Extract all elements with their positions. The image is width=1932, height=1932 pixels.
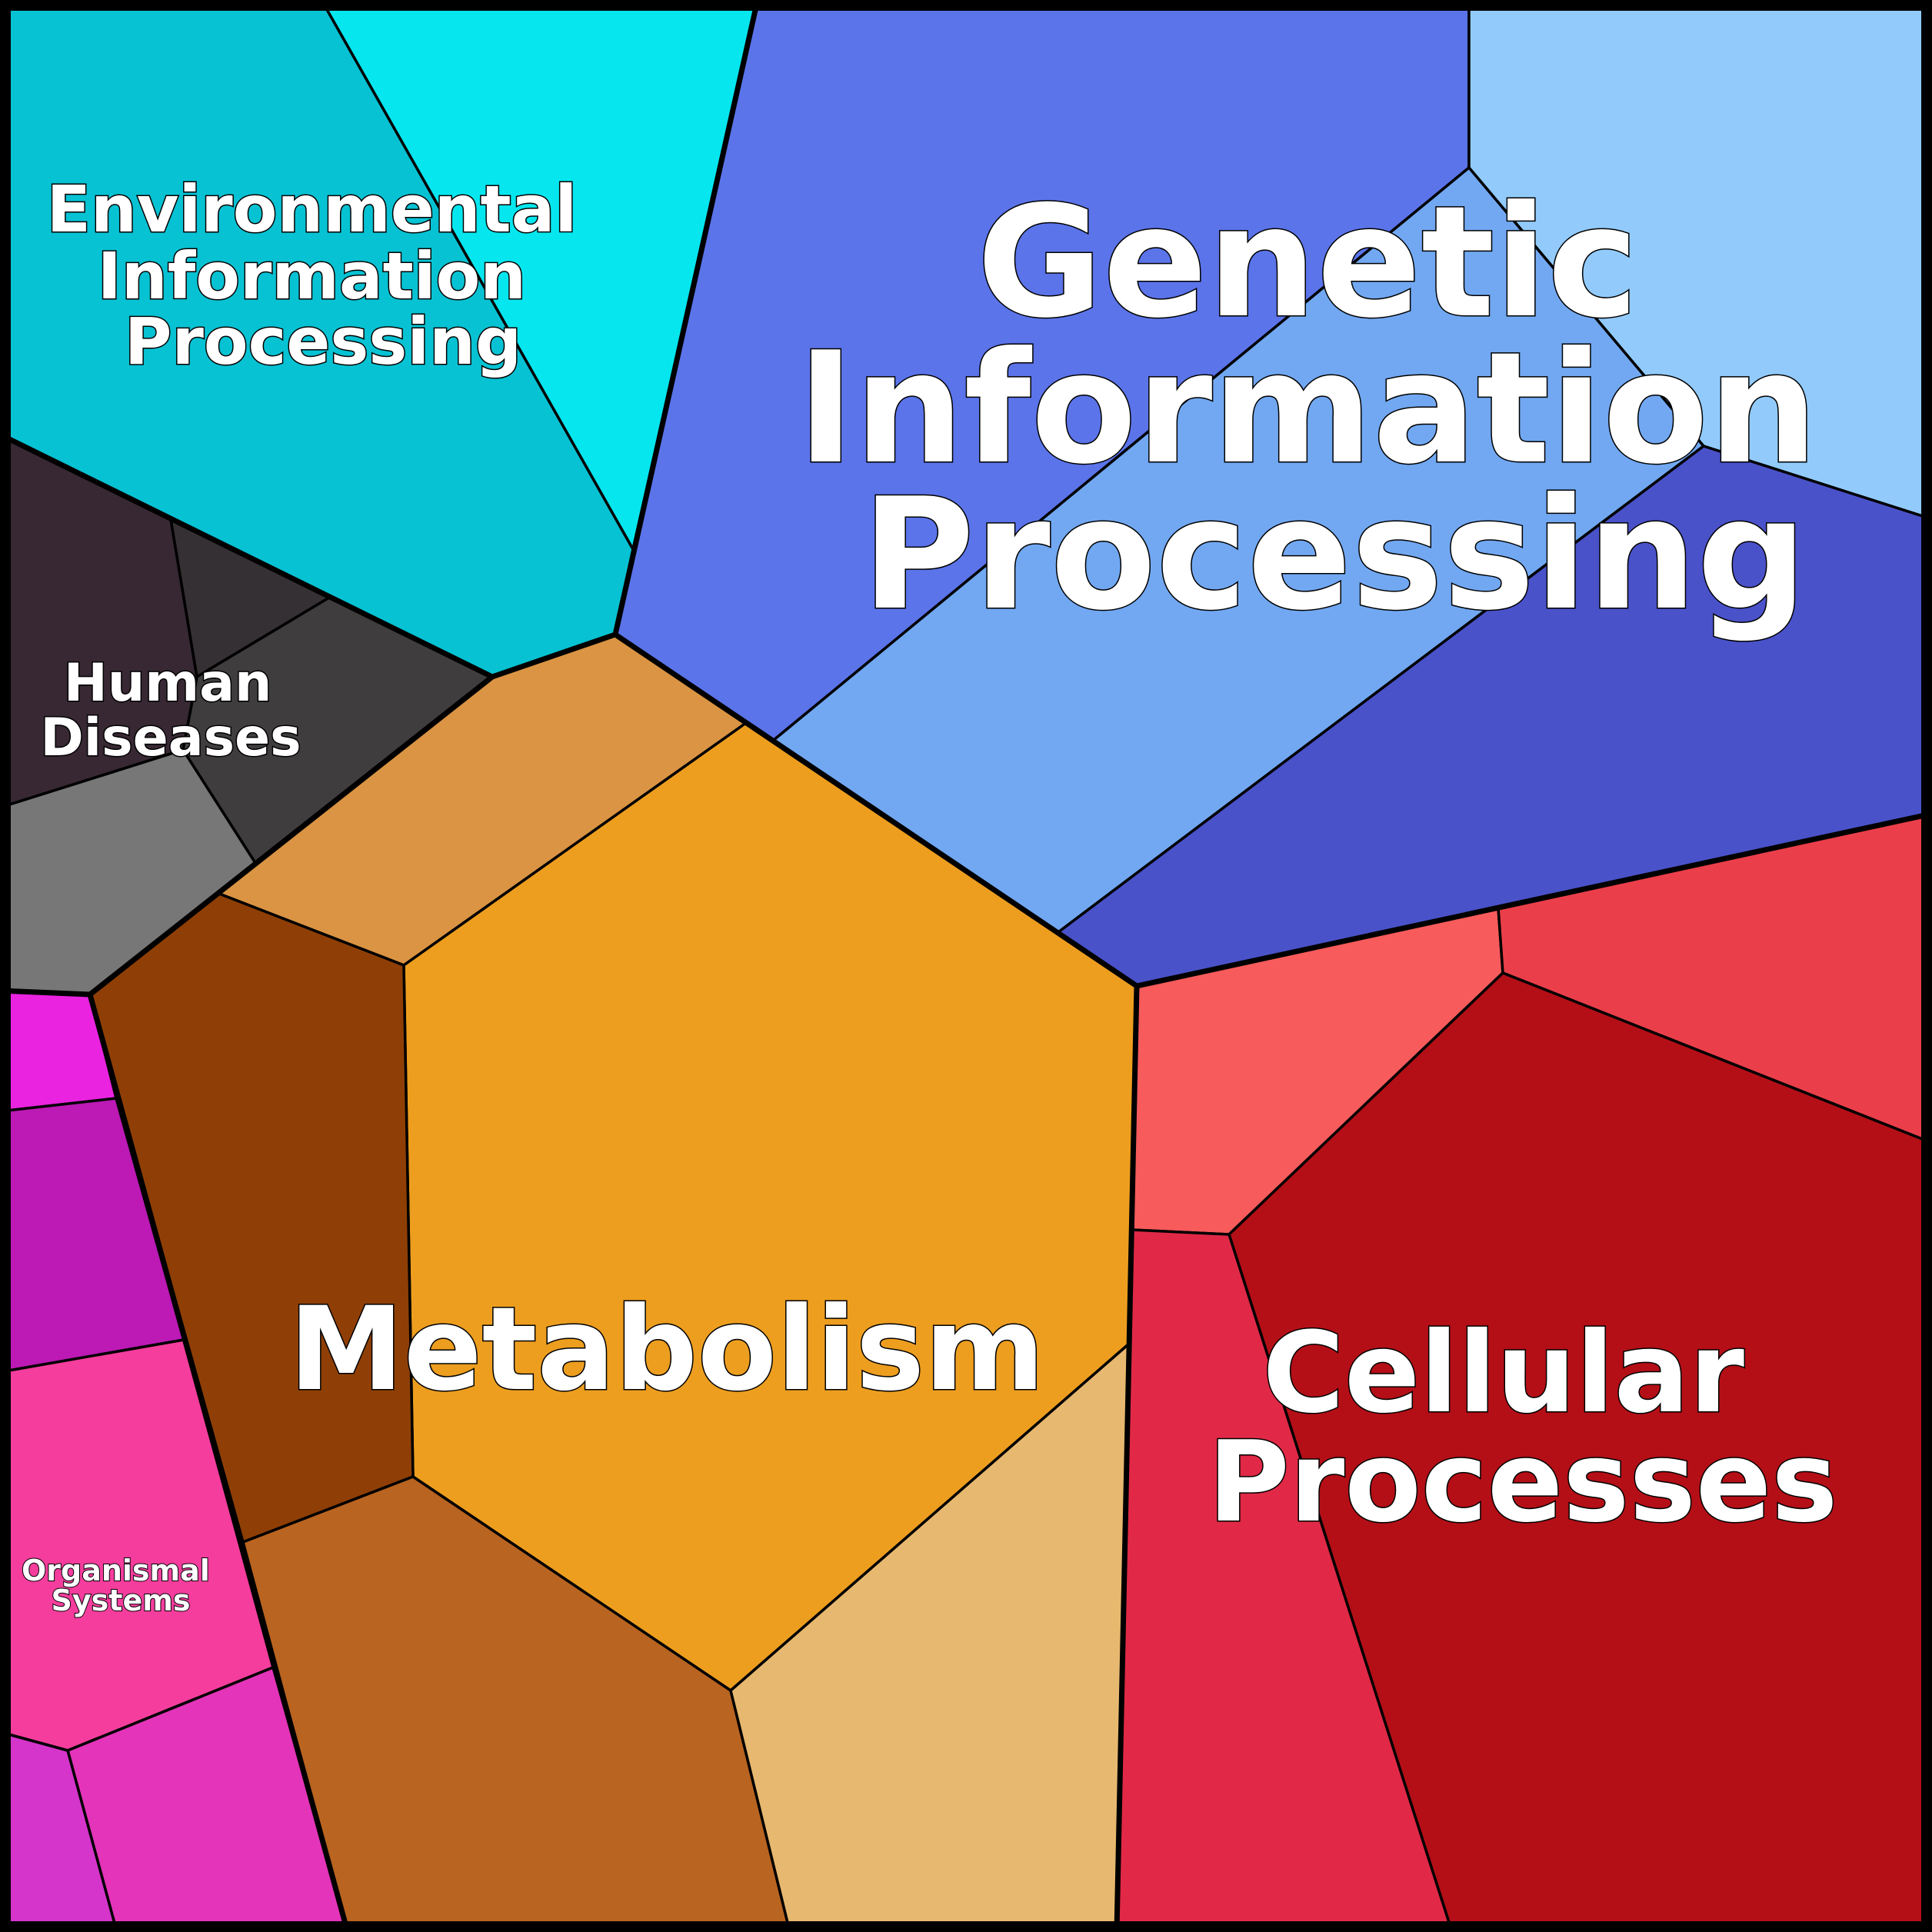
label-line: Information xyxy=(798,319,1818,498)
label-human-diseases: Human Diseases xyxy=(40,653,301,768)
label-environmental-information-processing: Environmental Information Processing xyxy=(47,172,600,379)
cell-metabolism-5 xyxy=(729,1343,1130,1932)
boundary-genetic-metabolism xyxy=(612,631,1140,989)
boundary-human-metabolism xyxy=(87,674,495,998)
label-line: Systems xyxy=(52,1584,191,1617)
cell-cellular-3 xyxy=(1227,971,1932,1932)
label-line: Diseases xyxy=(40,708,301,768)
group-organismal-systems xyxy=(0,989,349,1932)
label-line: Environmental xyxy=(47,172,578,247)
group-metabolism xyxy=(88,633,1138,1932)
label-line: Processing xyxy=(861,465,1807,645)
label-line: Organismal xyxy=(22,1554,210,1587)
label-genetic-information-processing: Genetic Information Processing xyxy=(798,173,1872,645)
label-line: Processing xyxy=(125,304,521,379)
label-line: Metabolism xyxy=(289,1283,1045,1417)
boundary-genetic-cellular xyxy=(1134,811,1932,989)
label-organismal-systems: Organismal Systems xyxy=(22,1554,220,1617)
label-line: Genetic xyxy=(977,173,1639,352)
label-line: Human xyxy=(64,653,271,714)
boundary-env-metabolism xyxy=(489,631,618,680)
label-cellular-processes: Cellular Processes xyxy=(1208,1308,1838,1547)
boundary-metabolism-organismal xyxy=(87,991,351,1932)
boundary-metabolism-cellular xyxy=(1114,983,1140,1932)
label-line: Cellular xyxy=(1263,1308,1745,1438)
cell-organismal-5 xyxy=(0,1730,118,1932)
label-line: Information xyxy=(98,238,526,314)
boundary-human-organismal xyxy=(0,988,93,998)
group-cellular-processes xyxy=(1115,812,1932,1932)
boundary-env-human xyxy=(0,431,495,680)
label-line: Processes xyxy=(1208,1417,1838,1547)
label-metabolism: Metabolism xyxy=(289,1283,1045,1417)
group-genetic-information-processing xyxy=(614,0,1932,988)
boundary-env-genetic xyxy=(612,0,761,638)
